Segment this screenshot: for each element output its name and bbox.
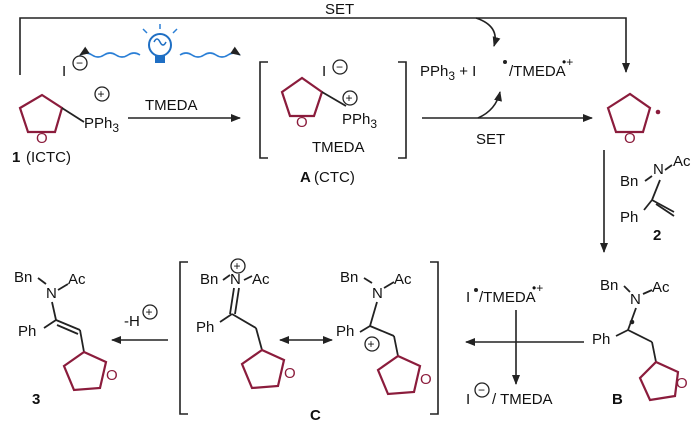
compound-A-tag: (CTC) xyxy=(314,169,355,186)
ac-label: Ac xyxy=(394,271,412,288)
oxygen-atom: O xyxy=(296,114,308,131)
oxygen-atom: O xyxy=(624,130,636,147)
light-wave-right xyxy=(179,46,241,58)
plus-charge: + xyxy=(146,305,153,319)
complex-A: O PPh3 + I − TMEDA A (CTC) xyxy=(259,59,407,186)
light-wave-left xyxy=(79,46,141,58)
intermediate-B: Bn N Ac Ph O B xyxy=(592,277,688,408)
compound-3-number: 3 xyxy=(32,391,40,408)
compound-2: Bn N Ac Ph 2 xyxy=(620,153,691,244)
tmeda-arrow: TMEDA xyxy=(128,97,241,122)
n-label: N xyxy=(230,271,241,288)
deprotonation-arrow: -H + xyxy=(111,304,168,344)
plus-charge: + xyxy=(346,91,353,105)
oxygen-atom: O xyxy=(676,375,688,392)
pph3-plus-i-label: PPh3 + I xyxy=(420,63,476,83)
set-mid-arrow: SET xyxy=(422,91,593,148)
tmeda-complex-label: TMEDA xyxy=(312,139,365,156)
n-label: N xyxy=(653,161,664,178)
oxygen-atom: O xyxy=(36,130,48,147)
radical-cation-sup: •+ xyxy=(562,55,573,69)
compound-B-number: B xyxy=(612,391,623,408)
ph-label: Ph xyxy=(620,209,638,226)
compound-1: O PPh3 + I − 1 (ICTC) xyxy=(12,55,119,166)
ph-label: Ph xyxy=(18,323,36,340)
compound-A-number: A xyxy=(300,169,311,186)
i-tmeda-label: /TMEDA xyxy=(479,289,536,306)
light-bulb-icon xyxy=(142,24,178,63)
ac-label: Ac xyxy=(673,153,691,170)
iodide-label: I xyxy=(62,63,66,80)
compound-2-number: 2 xyxy=(653,227,661,244)
iodide-anion-label: I xyxy=(466,391,470,408)
minus-charge: − xyxy=(336,60,343,74)
ph-label: Ph xyxy=(592,331,610,348)
byproducts-top: PPh3 + I /TMEDA •+ xyxy=(420,55,573,83)
set-top-label: SET xyxy=(325,1,354,18)
bn-label: Bn xyxy=(620,173,638,190)
thf-radical: O xyxy=(606,92,661,147)
minus-h-label: -H xyxy=(124,313,140,330)
bn-label: Bn xyxy=(200,271,218,288)
compound-C-number: C xyxy=(310,407,321,424)
set-top-arrow: SET xyxy=(19,1,630,75)
plus-charge: + xyxy=(368,337,375,351)
product-3: Bn N Ac Ph O 3 xyxy=(14,269,118,408)
ph-label: Ph xyxy=(196,319,214,336)
compound-1-tag: (ICTC) xyxy=(26,149,71,166)
tmeda-label: /TMEDA xyxy=(509,63,566,80)
plus-charge: + xyxy=(98,87,105,101)
ac-label: Ac xyxy=(652,279,670,296)
iodide-label: I xyxy=(322,63,326,80)
plus-charge: + xyxy=(234,259,241,273)
pph3-label: PPh3 xyxy=(84,115,119,135)
n-label: N xyxy=(46,285,57,302)
bn-label: Bn xyxy=(14,269,32,286)
minus-charge: − xyxy=(478,383,485,397)
ac-label: Ac xyxy=(252,271,270,288)
n-label: N xyxy=(372,285,383,302)
oxygen-atom: O xyxy=(420,371,432,388)
oxygen-atom: O xyxy=(284,365,296,382)
minus-charge: − xyxy=(76,56,83,70)
radical-cation-sup: •+ xyxy=(532,281,543,295)
compound-1-number: 1 xyxy=(12,149,20,166)
i-tmeda-top-label: I xyxy=(466,289,470,306)
bn-label: Bn xyxy=(600,277,618,294)
tmeda-arrow-label: TMEDA xyxy=(145,97,198,114)
n-label: N xyxy=(630,291,641,308)
oxidation-arrow: I /TMEDA •+ I − / TMEDA xyxy=(465,281,584,408)
pph3-label: PPh3 xyxy=(342,111,377,131)
intermediate-C: C Bn N + Ac Ph O Bn N Ac Ph + O xyxy=(179,258,439,424)
ph-label: Ph xyxy=(336,323,354,340)
oxygen-atom: O xyxy=(106,367,118,384)
set-mid-label: SET xyxy=(476,131,505,148)
ac-label: Ac xyxy=(68,271,86,288)
bn-label: Bn xyxy=(340,269,358,286)
i-anion-tmeda-label: / TMEDA xyxy=(492,391,553,408)
